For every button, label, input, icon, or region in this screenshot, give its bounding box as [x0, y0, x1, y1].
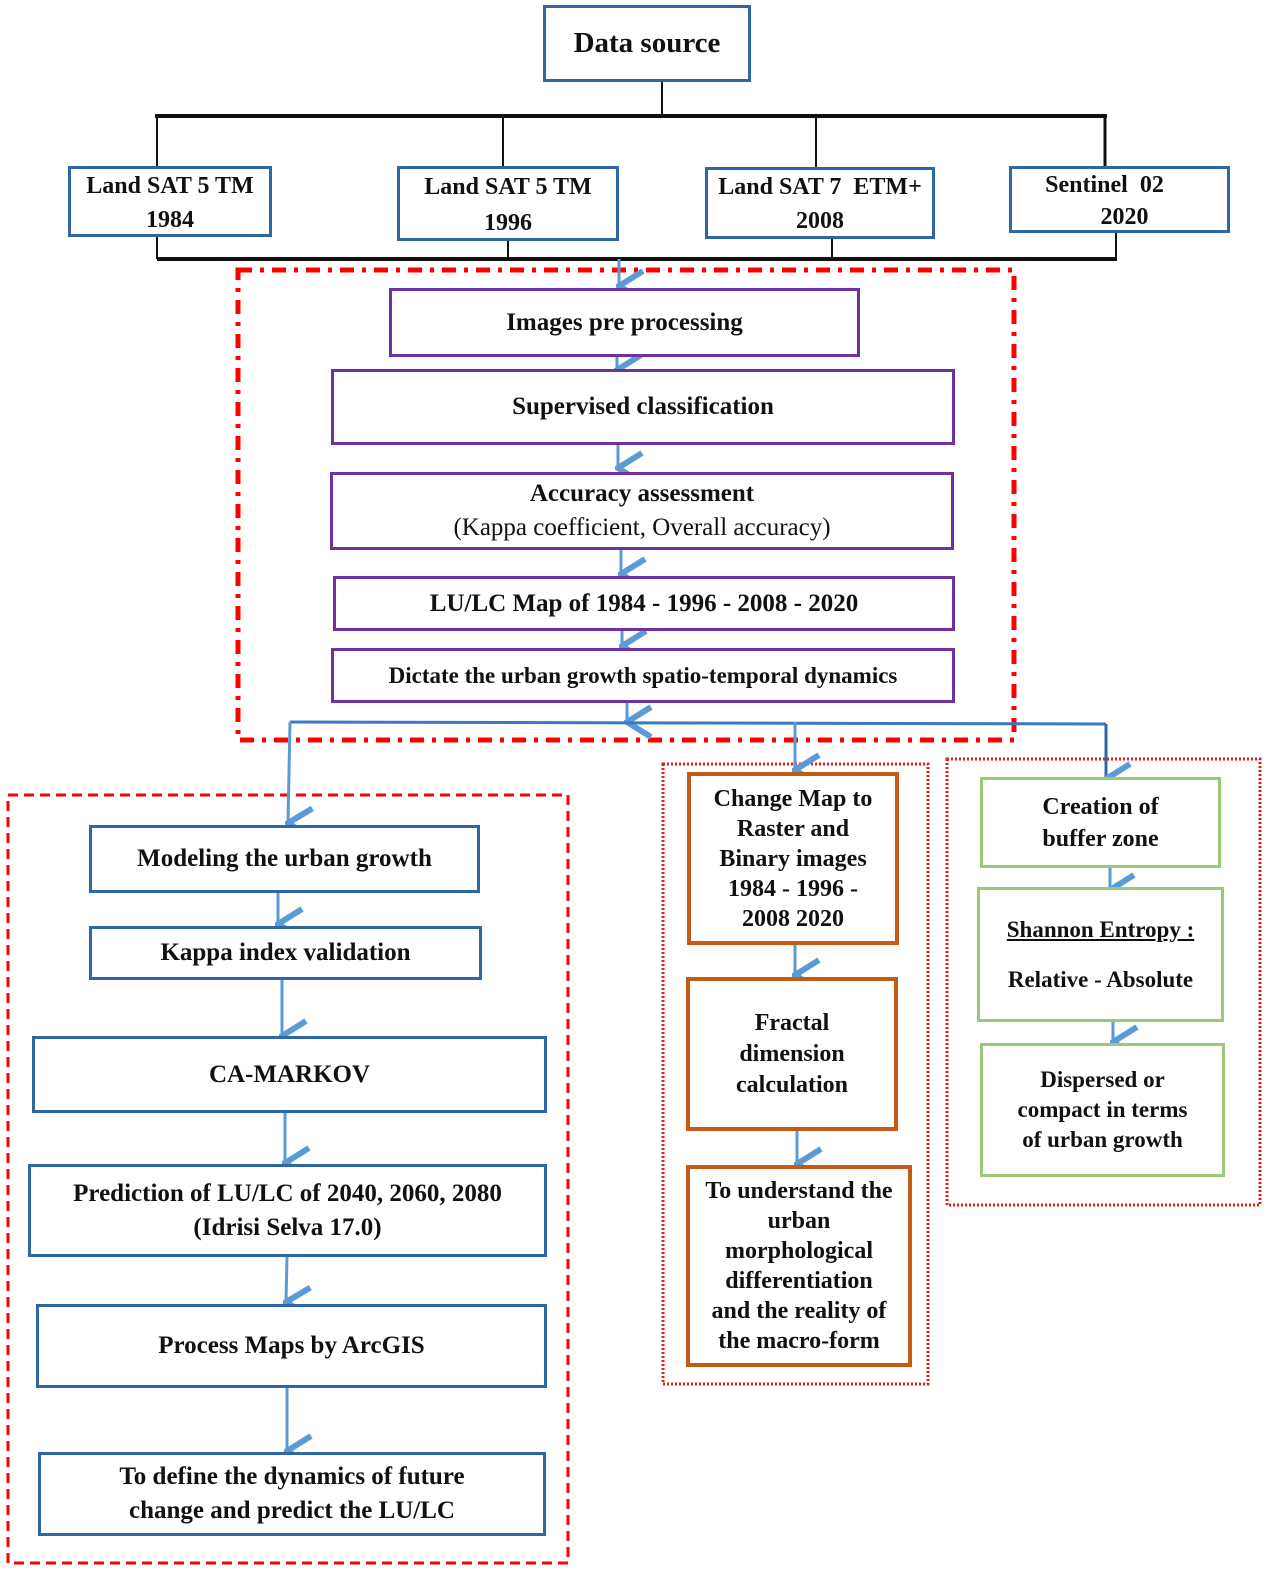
process-step: Accuracy assessment (Kappa coefficient, …: [330, 472, 954, 550]
entropy-region: [945, 757, 1262, 1207]
source-box: Land SAT 5 TM 1996: [397, 166, 619, 241]
fractal-step-line: 1984 - 1996 -: [728, 875, 858, 902]
modeling-step: Prediction of LU/LC of 2040, 2060, 2080 …: [28, 1164, 547, 1257]
modeling-step-sublabel: (Idrisi Selva 17.0): [193, 1213, 382, 1241]
fractal-step-line: To understand the: [705, 1178, 893, 1204]
process-step-label: Supervised classification: [512, 393, 774, 420]
arrow: [288, 721, 290, 823]
entropy-step: Creation of buffer zone: [980, 777, 1221, 868]
source-tree-connectors: [155, 82, 1117, 261]
modeling-step-label: Process Maps by ArcGIS: [158, 1332, 425, 1359]
fractal-step-line: differentiation: [725, 1268, 873, 1294]
modeling-step-label: CA-MARKOV: [208, 1060, 371, 1088]
source-sensor: Land SAT 5 TM: [424, 174, 592, 200]
modeling-step-label: Prediction of LU/LC of 2040, 2060, 2080: [73, 1179, 502, 1207]
modeling-step: Process Maps by ArcGIS: [36, 1304, 547, 1388]
process-step-label: Images pre processing: [506, 308, 743, 336]
shannon-entropy-heading: Shannon Entropy :: [1006, 916, 1195, 942]
entropy-step-line: buffer zone: [1042, 825, 1159, 852]
fractal-step-line: dimension: [739, 1040, 845, 1067]
process-step-sublabel: (Kappa coefficient, Overall accuracy): [453, 514, 831, 541]
process-step: LU/LC Map of 1984 - 1996 - 2008 - 2020: [333, 576, 955, 631]
modeling-step: Kappa index validation: [89, 926, 482, 980]
process-step-label: LU/LC Map of 1984 - 1996 - 2008 - 2020: [429, 589, 859, 617]
source-sensor: Land SAT 5 TM: [86, 173, 254, 199]
modeling-step: CA-MARKOV: [32, 1036, 547, 1113]
entropy-step: Dispersed or compact in terms of urban g…: [980, 1043, 1225, 1177]
modeling-step-label: To define the dynamics of future: [119, 1463, 465, 1490]
source-sensor: Sentinel 02: [1045, 172, 1164, 198]
entropy-step-line: Creation of: [1042, 793, 1159, 820]
fractal-step-line: and the reality of: [711, 1298, 887, 1324]
source-year: 1984: [146, 207, 194, 233]
fractal-step-line: 2008 2020: [742, 905, 844, 932]
fractal-step-line: Change Map to: [713, 785, 873, 812]
branch-line: [289, 720, 1107, 726]
fractal-step-line: morphological: [725, 1238, 873, 1264]
source-box: Sentinel 02 2020: [1009, 166, 1230, 233]
source-sensor: Land SAT 7 ETM+: [718, 174, 922, 200]
modeling-step: Modeling the urban growth: [89, 825, 480, 893]
fractal-step-line: Raster and: [736, 815, 850, 842]
modeling-step-label: Modeling the urban growth: [137, 845, 432, 872]
fractal-step-line: Binary images: [719, 845, 867, 872]
process-step-label: Dictate the urban growth spatio-temporal…: [388, 662, 898, 688]
entropy-step: Shannon Entropy : Relative - Absolute: [977, 887, 1224, 1022]
source-year: 1996: [484, 210, 532, 236]
modeling-step: To define the dynamics of future change …: [38, 1452, 546, 1536]
fractal-step: Fractal dimension calculation: [686, 977, 898, 1131]
process-step: Images pre processing: [389, 288, 860, 357]
entropy-step-line: Relative - Absolute: [1007, 966, 1194, 992]
fractal-step-line: calculation: [736, 1071, 848, 1098]
process-step: Dictate the urban growth spatio-temporal…: [331, 648, 955, 703]
source-box: Land SAT 7 ETM+ 2008: [705, 167, 935, 239]
fractal-step: Change Map to Raster and Binary images 1…: [687, 772, 899, 945]
process-step: Supervised classification: [331, 369, 955, 445]
source-box: Land SAT 5 TM 1984: [68, 166, 272, 237]
data-source-title: Data source: [573, 27, 721, 59]
data-source-box: Data source: [543, 5, 751, 82]
fractal-step-line: urban: [767, 1208, 831, 1234]
source-year: 2020: [1100, 204, 1149, 230]
fractal-step-line: the macro-form: [718, 1328, 880, 1354]
fractal-step: To understand the urban morphological di…: [686, 1165, 912, 1367]
modeling-step-sublabel: change and predict the LU/LC: [129, 1497, 455, 1524]
fractal-step-line: Fractal: [754, 1009, 830, 1036]
source-year: 2008: [796, 208, 844, 234]
process-step-label: Accuracy assessment: [529, 480, 755, 507]
modeling-step-label: Kappa index validation: [160, 939, 411, 966]
entropy-step-line: of urban growth: [1022, 1127, 1183, 1152]
entropy-step-line: compact in terms: [1017, 1097, 1188, 1122]
arrow: [286, 1255, 287, 1302]
entropy-step-line: Dispersed or: [1040, 1067, 1165, 1092]
